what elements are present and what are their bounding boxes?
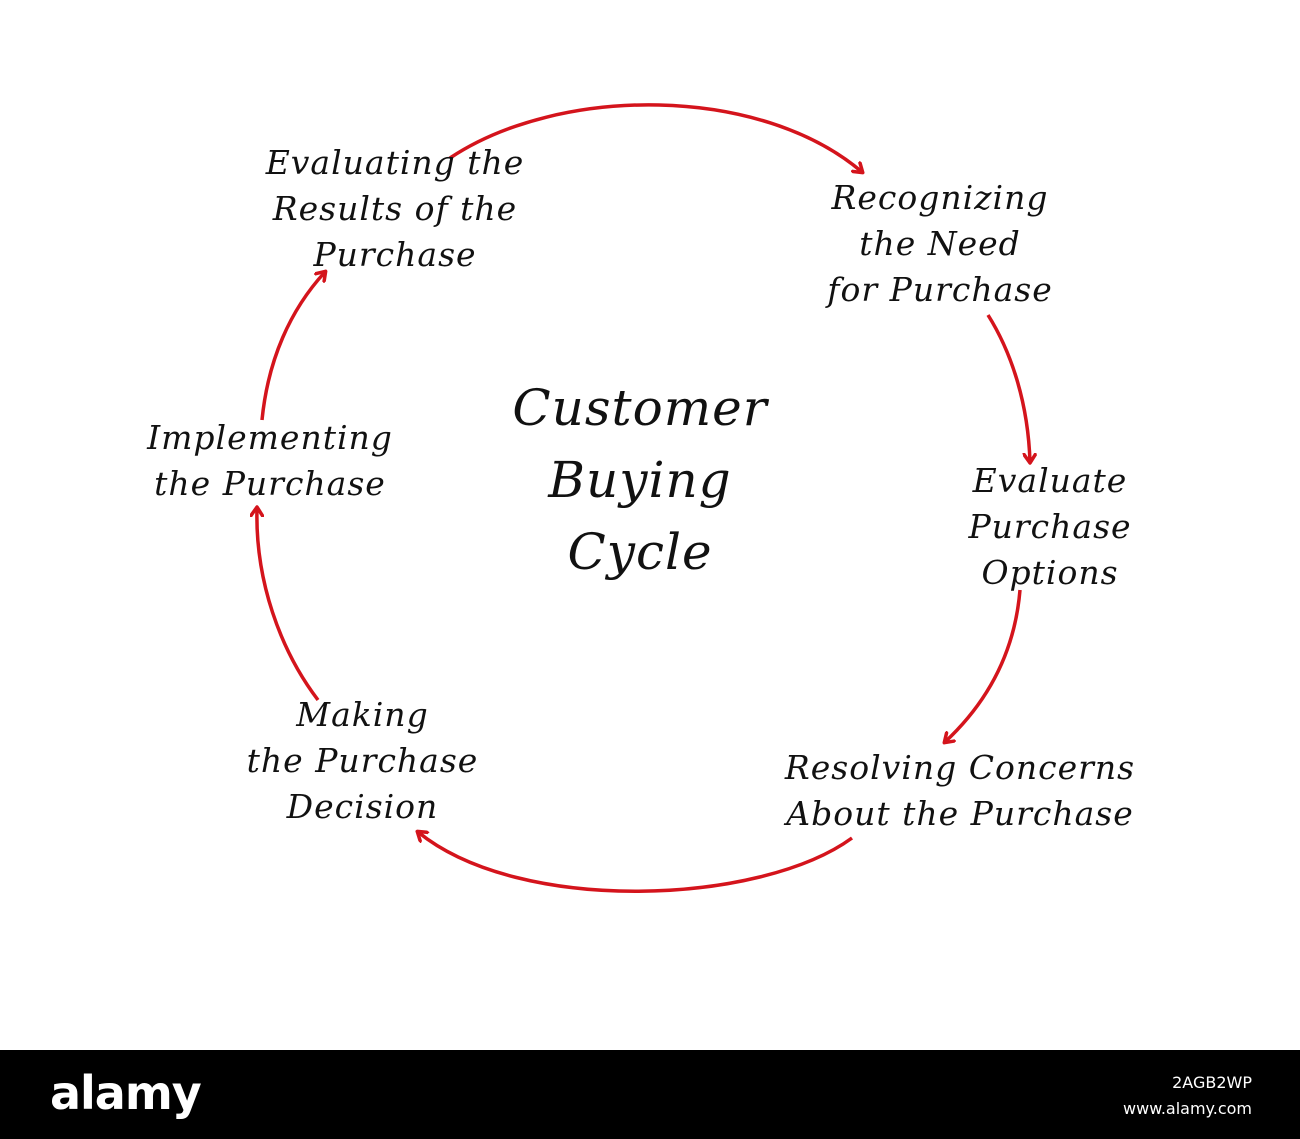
step-line: Purchase — [313, 235, 477, 274]
arrow-resolving-to-making — [418, 832, 854, 893]
arrow-recognizing-to-evaluate — [986, 314, 1030, 462]
site-url: www.alamy.com — [1123, 1099, 1252, 1118]
step-line: the Purchase — [246, 741, 479, 780]
step-line: Evaluating the — [265, 143, 525, 182]
step-line: for Purchase — [827, 270, 1053, 309]
customer-buying-cycle-diagram: Customer Buying Cycle Recognizing the Ne… — [0, 103, 1300, 893]
diagram-title: Customer Buying Cycle — [440, 372, 840, 588]
title-line: Buying — [548, 451, 732, 509]
title-line: Cycle — [567, 523, 713, 581]
step-line: Purchase — [968, 507, 1132, 546]
arrow-implementing-to-evaluating — [260, 272, 325, 421]
step-line: the Need — [859, 224, 1021, 263]
step-line: the Purchase — [154, 464, 386, 503]
step-line: Results of the — [272, 189, 518, 228]
step-line: Options — [981, 553, 1119, 592]
step-line: Implementing — [147, 418, 393, 457]
step-line: Resolving Concerns — [784, 748, 1136, 787]
step-recognizing-need: Recognizing the Need for Purchase — [770, 175, 1110, 313]
step-line: Recognizing — [831, 178, 1049, 217]
image-id: 2AGB2WP — [1172, 1073, 1252, 1092]
step-line: Evaluate — [972, 461, 1128, 500]
watermark-footer: alamy 2AGB2WP www.alamy.com — [0, 1050, 1300, 1139]
arrow-evaluate-to-resolving — [945, 589, 1022, 742]
step-line: Decision — [286, 787, 439, 826]
step-resolving-concerns: Resolving Concerns About the Purchase — [715, 745, 1205, 837]
cycle-arrows — [0, 103, 1300, 893]
step-line: About the Purchase — [786, 794, 1134, 833]
step-evaluating-results: Evaluating the Results of the Purchase — [205, 140, 585, 278]
image-credit: 2AGB2WP www.alamy.com — [1123, 1070, 1252, 1122]
alamy-logo: alamy — [50, 1066, 202, 1120]
title-line: Customer — [512, 379, 768, 437]
step-implementing-purchase: Implementing the Purchase — [90, 415, 450, 507]
arrow-evaluating-to-recognizing — [449, 103, 862, 172]
step-evaluate-options: Evaluate Purchase Options — [920, 458, 1180, 596]
step-making-decision: Making the Purchase Decision — [200, 692, 525, 830]
step-line: Making — [296, 695, 429, 734]
arrow-making-to-implementing — [257, 508, 320, 702]
